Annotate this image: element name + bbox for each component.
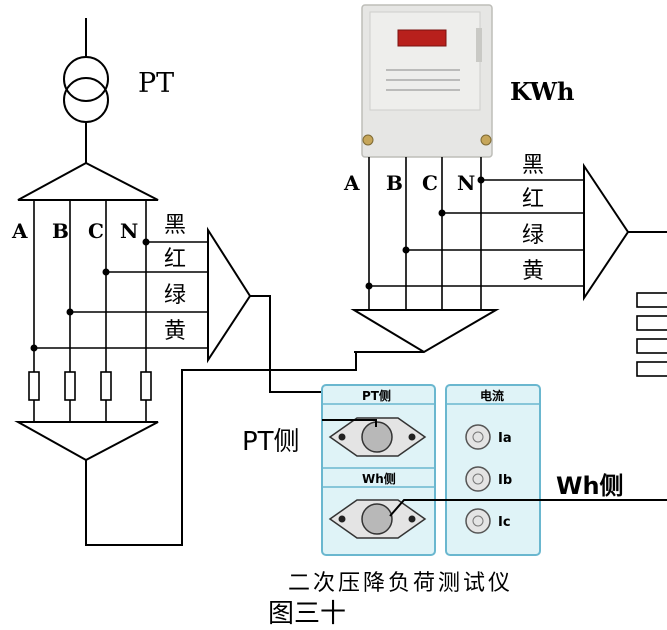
right-phase-letters: A B C N [343, 171, 475, 195]
pt-transformer [63, 18, 109, 163]
panel-pt-header: PT侧 [362, 388, 391, 403]
pt-label: PT [138, 68, 174, 99]
right-phase-n: N [457, 171, 475, 195]
current-port-ic[interactable] [465, 508, 491, 534]
kwh-label: KWh [510, 77, 574, 106]
left-phase-b: B [52, 219, 69, 243]
kwh-meter [361, 4, 493, 158]
left-tap-lines [34, 241, 208, 349]
right-tap-dots [365, 176, 485, 290]
pt-side-label: PT侧 [242, 427, 300, 457]
right-connector-triangle [583, 162, 667, 302]
device-title: 二次压降负荷测试仪 [288, 571, 513, 596]
right-color-red: 红 [522, 187, 544, 212]
current-port-ib[interactable] [465, 466, 491, 492]
left-bus-upper [17, 161, 159, 201]
current-port-ia-label: Ia [498, 431, 512, 446]
left-bus-lower [14, 352, 357, 546]
right-color-labels: 黑 红 绿 黄 [522, 153, 544, 284]
right-bus-lower [350, 309, 500, 354]
left-phase-a: A [11, 219, 28, 243]
right-color-black: 黑 [522, 153, 544, 178]
left-color-green: 绿 [164, 283, 186, 308]
right-phase-c: C [422, 171, 438, 195]
left-fuses [28, 371, 152, 401]
pt-cable [322, 419, 377, 427]
current-port-ic-label: Ic [498, 515, 511, 530]
left-connector-triangle [207, 226, 323, 420]
left-phase-n: N [120, 219, 138, 243]
right-color-green: 绿 [522, 223, 544, 248]
left-color-yellow: 黄 [164, 319, 186, 344]
panel-wh-header: Wh侧 [362, 471, 396, 486]
wh-side-label: Wh侧 [556, 472, 624, 500]
right-phase-b: B [386, 171, 403, 195]
current-port-ia[interactable] [465, 424, 491, 450]
right-tap-lines [369, 179, 584, 287]
right-phase-a: A [343, 171, 360, 195]
left-color-labels: 黑 红 绿 黄 [164, 213, 186, 344]
left-phase-c: C [88, 219, 104, 243]
left-color-black: 黑 [164, 213, 186, 238]
right-color-yellow: 黄 [522, 259, 544, 284]
left-phase-letters: A B C N [11, 219, 138, 243]
wh-cable [389, 499, 667, 517]
pt-side-connector[interactable] [328, 417, 427, 457]
left-color-red: 红 [164, 247, 186, 272]
current-port-ib-label: Ib [498, 473, 512, 488]
left-tap-dots [30, 238, 150, 352]
right-stack-rects [636, 292, 667, 377]
panel-current-header: 电流 [480, 388, 504, 403]
wh-side-connector[interactable] [328, 499, 427, 539]
figure-caption: 图三十 [268, 599, 346, 629]
